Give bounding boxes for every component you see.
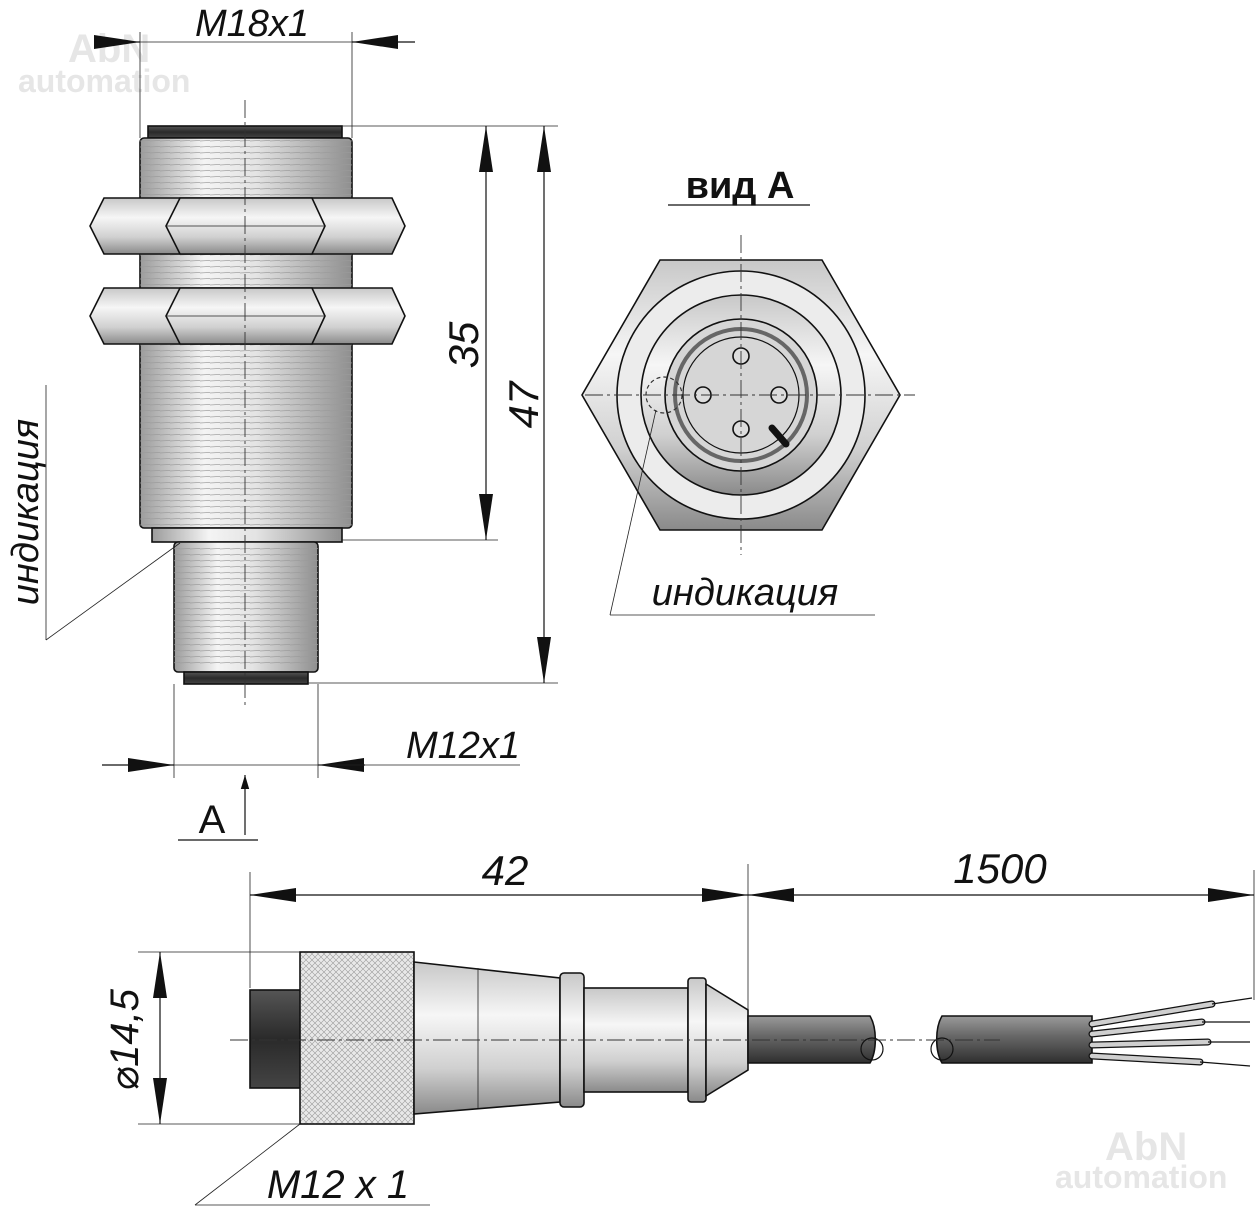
view-a-arrow: A (178, 775, 258, 842)
dim-m18x1-label: M18x1 (195, 3, 309, 45)
watermark-brand: AbN (1105, 1125, 1187, 1169)
cable-thread-label: M12 x 1 (267, 1163, 409, 1207)
dim-diameter: ⌀14,5 (103, 951, 300, 1125)
cable-connector-socket (249, 989, 303, 1089)
dim-42-label: 42 (482, 847, 529, 894)
dim-m12x1: M12x1 (102, 684, 520, 778)
cable-connector-taper (413, 961, 561, 1115)
cable-break-left (860, 1037, 884, 1061)
view-a-title: вид А (686, 165, 795, 207)
view-a: вид А индикация (581, 165, 915, 616)
watermark-tagline: automation (18, 63, 190, 99)
dim-m12x1-label: M12x1 (406, 725, 520, 767)
view-a-indication-leader (609, 409, 657, 616)
lock-nut-lower (89, 287, 406, 345)
watermark-brand: AbN (68, 27, 150, 71)
cable-knurled-nut (299, 951, 415, 1125)
watermark-top-left: AbN automation (18, 27, 190, 99)
dim-47-label: 47 (500, 380, 547, 428)
view-a-key (768, 424, 790, 448)
dim-1500: 1500 (748, 845, 1255, 1000)
cable-break-right (930, 1037, 954, 1061)
indication-label-side: индикация (5, 419, 47, 605)
watermark-bottom-right: AbN automation (1055, 1125, 1227, 1195)
cable-connector-assembly (230, 951, 1253, 1125)
sensor-side-view (89, 100, 406, 705)
connector-end (183, 671, 309, 685)
dim-47: 47 (308, 125, 558, 684)
dim-m18x1: M18x1 (94, 3, 415, 138)
dim-35: 35 (342, 125, 498, 541)
cable-segment-left (747, 1015, 877, 1064)
cable-segment-right (935, 1015, 1093, 1064)
lock-nut-upper (89, 197, 406, 255)
cable-wires (1088, 997, 1253, 1067)
cable-thread-leader: M12 x 1 (194, 1123, 430, 1207)
sensor-collar (151, 527, 343, 543)
view-a-indication-label: индикация (652, 572, 838, 614)
dim-1500-label: 1500 (953, 845, 1047, 892)
watermark-tagline: automation (1055, 1159, 1227, 1195)
dim-35-label: 35 (440, 321, 487, 368)
dim-diameter-label: ⌀14,5 (103, 988, 147, 1091)
connector-thread-pattern (174, 548, 318, 666)
indication-leader-side: индикация (5, 385, 181, 641)
dim-42: 42 (249, 847, 749, 1010)
view-a-arrow-label: A (199, 798, 226, 842)
